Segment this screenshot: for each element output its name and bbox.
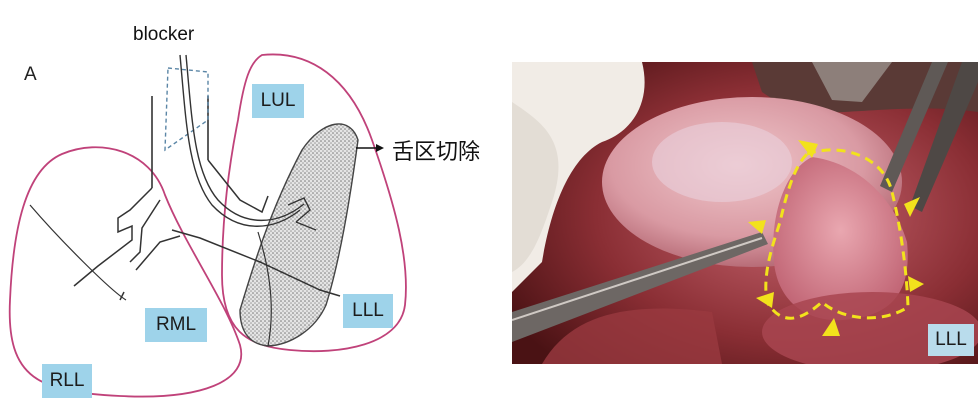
- right-fissure: [30, 205, 126, 300]
- lobe-label-lll: LLL: [343, 294, 393, 328]
- right-lung-outline: [10, 147, 242, 396]
- blocker-cuff: [165, 68, 208, 150]
- lobe-label-rll: RLL: [42, 364, 92, 398]
- resection-callout: 舌区切除: [392, 134, 480, 166]
- airway-diagram: [0, 0, 520, 403]
- lingula-resection-area: [240, 124, 358, 346]
- lobe-label-lul: LUL: [252, 84, 304, 118]
- photo-lobe-label-lll: LLL: [928, 324, 974, 356]
- lobe-label-rml: RML: [145, 308, 207, 342]
- surgical-photo: [512, 62, 978, 364]
